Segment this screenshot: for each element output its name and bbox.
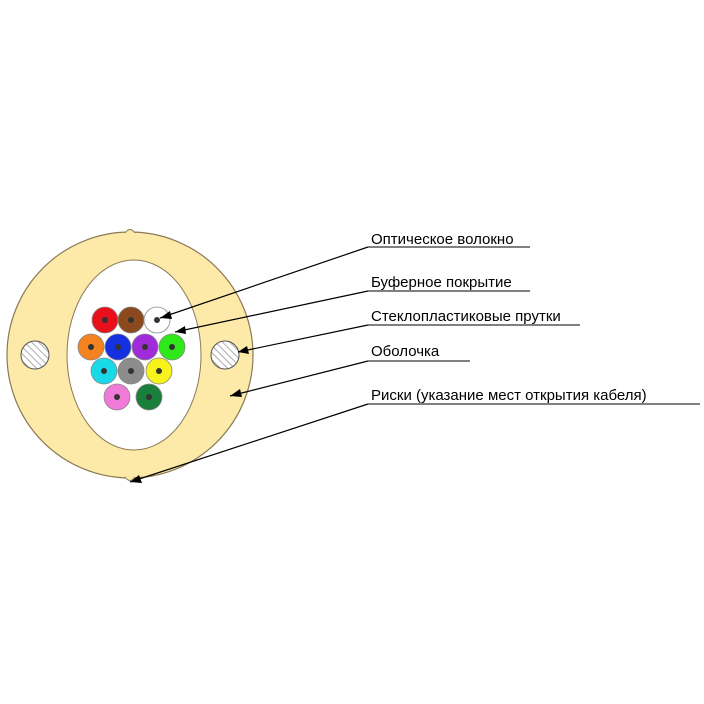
leader-line-sheath (229, 360, 369, 397)
fiber-core-1 (102, 317, 108, 323)
fiberglass-rod-left (20, 340, 50, 370)
rip-mark-top (124, 229, 136, 234)
label-rip-marks: Риски (указание мест открытия кабеля) (371, 387, 647, 404)
fiber-core-4 (88, 344, 94, 350)
arrowhead-buffer-coating (175, 326, 186, 334)
arrowhead-optical-fiber (160, 311, 172, 319)
fiber-core-8 (101, 368, 107, 374)
label-fiberglass-rods: Стеклопластиковые прутки (371, 308, 561, 325)
fiber-core-12 (146, 394, 152, 400)
fiber-core-5 (115, 344, 121, 350)
optical-fibers-group (77, 306, 186, 411)
rip-mark-bottom (124, 476, 136, 481)
leader-line-optical-fiber (159, 246, 369, 319)
fiber-core-2 (128, 317, 134, 323)
fiberglass-rod-right (210, 340, 240, 370)
leader-line-fiberglass-rods (237, 324, 369, 353)
leader-line-buffer-coating (174, 290, 369, 333)
fiber-core-10 (156, 368, 162, 374)
arrowhead-rip-marks (130, 475, 142, 483)
fiber-core-9 (128, 368, 134, 374)
label-optical-fiber: Оптическое волокно (371, 231, 514, 248)
fiber-core-11 (114, 394, 120, 400)
label-buffer-coating: Буферное покрытие (371, 274, 512, 291)
arrowhead-fiberglass-rods (238, 346, 249, 354)
leader-line-rip-marks (129, 403, 369, 483)
arrowhead-sheath (230, 389, 242, 397)
fiber-core-3 (154, 317, 160, 323)
fiber-core-7 (169, 344, 175, 350)
fiber-core-6 (142, 344, 148, 350)
label-sheath: Оболочка (371, 343, 440, 360)
